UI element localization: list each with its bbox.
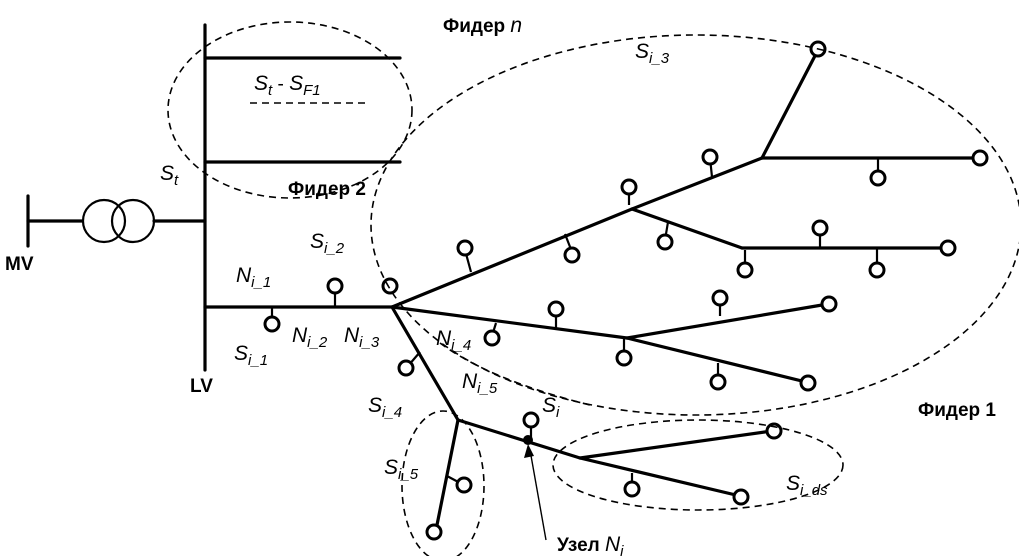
si-5-ellipse <box>401 410 485 556</box>
si-3-label: Si_3 <box>635 40 670 67</box>
si-1-label: Si_1 <box>234 342 268 369</box>
feeder-2-label: Фидер 2 <box>288 179 366 200</box>
mv-source <box>26 194 84 248</box>
ni-1-label: Ni_1 <box>236 264 271 291</box>
feeders-2-n-ellipse <box>167 21 413 199</box>
node-ni-dot <box>523 435 533 445</box>
lv-label: LV <box>190 376 213 397</box>
load-circles <box>263 40 989 541</box>
node-ni-label: Узел Ni <box>557 533 624 556</box>
si-4-label: Si_4 <box>368 394 402 421</box>
mv-label: MV <box>5 254 34 275</box>
ni-2-label: Ni_2 <box>292 324 328 351</box>
ni-4-ni-5-separator <box>439 342 591 406</box>
transformer-icon <box>81 198 156 244</box>
ni-3-label: Ni_3 <box>344 324 380 351</box>
si-ds-ellipse <box>552 419 844 511</box>
ni-4-label: Ni_4 <box>436 327 471 354</box>
st-minus-sf1-label: St - SF1 <box>254 72 321 99</box>
si-3-ellipse <box>370 34 1019 416</box>
si-ds-label: Si_ds <box>786 472 828 499</box>
si-label: Si <box>542 394 560 421</box>
feeder-1-lines <box>203 48 980 532</box>
si-5-label: Si_5 <box>384 456 419 483</box>
load-stubs <box>270 157 880 486</box>
node-ni-arrow <box>524 444 547 541</box>
st-label: St <box>160 162 179 189</box>
ni-5-label: Ni_5 <box>462 370 498 397</box>
si-2-label: Si_2 <box>310 230 345 257</box>
feeder-n-label: Фидер n <box>443 14 522 37</box>
feeder-1-label: Фидер 1 <box>918 400 996 421</box>
